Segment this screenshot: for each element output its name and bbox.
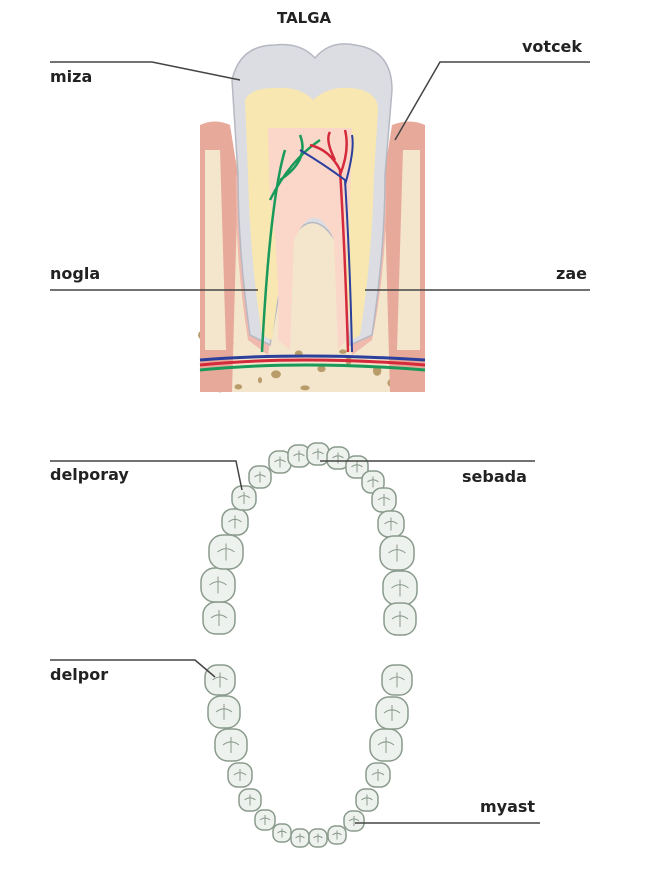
tooth-groove — [277, 828, 287, 838]
bone-spot — [339, 349, 347, 354]
tooth-groove — [391, 611, 409, 627]
upper-arch — [200, 442, 418, 636]
tooth-groove — [361, 794, 373, 806]
tooth-groove — [210, 610, 228, 626]
pulp — [268, 128, 352, 350]
tooth-groove — [371, 769, 385, 781]
leader-votcek — [394, 61, 590, 141]
tooth-groove — [217, 543, 235, 561]
tooth-groove — [389, 672, 405, 688]
tooth-groove — [293, 450, 305, 462]
tooth-groove — [388, 544, 406, 562]
label-nogla: nogla — [50, 264, 101, 283]
bone-spot — [234, 384, 243, 390]
bone-spot — [317, 365, 326, 373]
tooth-groove — [212, 672, 228, 688]
tooth-groove — [377, 737, 395, 753]
lower-arch — [204, 664, 413, 848]
tooth-groove — [377, 494, 391, 506]
tooth-groove — [215, 704, 233, 720]
label-delporay: delporay — [50, 465, 129, 484]
diagram-title: TALGA — [277, 9, 332, 27]
tooth-groove — [295, 833, 305, 843]
label-sebada: sebada — [462, 467, 527, 486]
tooth-groove — [391, 579, 409, 597]
tooth-groove — [383, 705, 401, 721]
leader-delpor — [50, 659, 216, 678]
label-zae: zae — [556, 264, 587, 283]
leader-miza — [50, 61, 241, 81]
tooth-groove — [228, 515, 242, 529]
label-delpor: delpor — [50, 665, 109, 684]
vein — [299, 134, 354, 353]
tooth-groove — [348, 816, 360, 826]
tooth-groove — [222, 737, 240, 753]
tooth-cross-section — [198, 43, 426, 393]
label-votcek: votcek — [522, 37, 583, 56]
tooth-groove — [254, 471, 266, 483]
tooth-groove — [209, 576, 227, 594]
tooth-groove — [312, 448, 324, 460]
tooth-groove — [332, 830, 342, 840]
tooth-groove — [259, 815, 271, 825]
tooth-groove — [313, 833, 323, 843]
tooth-groove — [233, 769, 247, 781]
tooth-groove — [351, 461, 363, 473]
label-myast: myast — [480, 797, 536, 816]
tooth-groove — [367, 476, 379, 488]
bone-spot — [300, 385, 310, 391]
bone-spot — [257, 377, 263, 384]
tooth-groove — [237, 492, 251, 504]
tooth-groove — [244, 794, 256, 806]
tooth-groove — [384, 517, 398, 531]
bone-spot — [271, 370, 281, 379]
label-miza: miza — [50, 67, 93, 86]
leader-delporay — [50, 460, 243, 491]
artery — [309, 129, 350, 353]
tooth-groove — [274, 456, 286, 468]
nerve — [260, 134, 321, 353]
